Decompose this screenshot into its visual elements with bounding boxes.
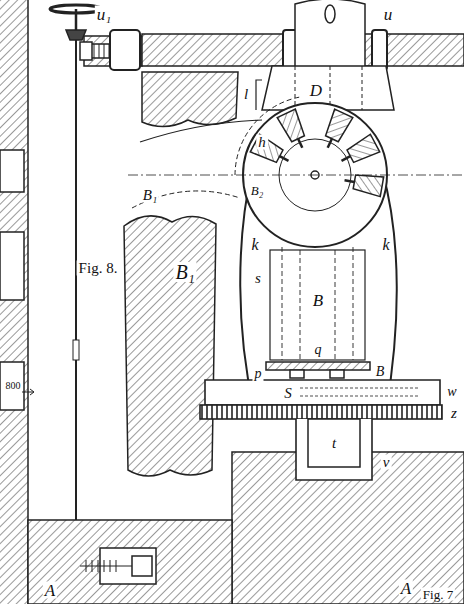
part-letter: A — [399, 580, 413, 597]
wall — [0, 0, 28, 604]
part-letter: B₁ — [173, 262, 196, 282]
part-letter: s — [253, 271, 263, 286]
part-letter: z — [449, 406, 459, 421]
part-letter: A — [43, 582, 57, 599]
part-letter: v — [381, 455, 392, 470]
part-letter: u — [382, 6, 395, 23]
figure-label: Fig. 7 — [421, 588, 455, 601]
part-letter: l — [242, 87, 250, 102]
part-letter: u₁ — [95, 6, 113, 23]
dimension: 800 — [4, 381, 23, 391]
part-letter: B — [311, 292, 325, 309]
part-letter: B — [374, 365, 387, 379]
part-letter: S — [282, 386, 294, 401]
figure-label: Fig. 8. — [77, 261, 120, 276]
part-letter: k — [380, 237, 391, 253]
part-letter: B₁ — [141, 188, 159, 203]
part-letter: w — [445, 385, 458, 399]
part-letter: p — [253, 367, 264, 381]
part-letter: B₂ — [249, 184, 265, 197]
part-letter: t — [330, 436, 338, 451]
part-letter: D — [308, 82, 324, 99]
part-letter: h — [256, 135, 268, 150]
part-letter: k — [249, 237, 260, 253]
part-letter: q — [313, 343, 324, 357]
